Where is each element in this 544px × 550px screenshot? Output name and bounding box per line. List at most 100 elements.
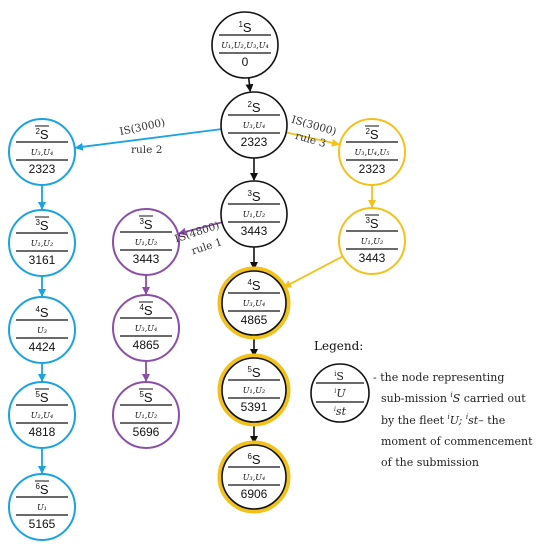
node-fleet-label: U₃,U₄,U₅ <box>355 148 391 157</box>
node-fleet-label: U₃,U₄ <box>243 473 265 482</box>
node-start-time: 4865 <box>133 338 160 352</box>
node-circle <box>112 208 180 276</box>
legend-line-3: by the fleet iU; ist– the <box>381 413 505 427</box>
node-fleet-label: U₁,U₂ <box>135 238 157 247</box>
edge-n0-to-n1 <box>245 77 254 93</box>
node-fleet-label: U₃,U₄ <box>135 324 157 333</box>
node-outer-ring <box>217 353 291 427</box>
purple-edge-labels: IS(4800) rule 1 <box>173 220 223 258</box>
legend-node-mid: iU <box>334 387 346 400</box>
node-circle <box>8 209 76 277</box>
node-start-time: 5165 <box>29 517 56 531</box>
node-start-time: 3161 <box>29 253 56 267</box>
node-start-time: 3443 <box>359 251 386 265</box>
nodes-layer: 1S U₁,U₂,U₃,U₄ 0 2S U₃,U₄ 2323 3S U₁,U₂ 3443 4S U₃… <box>8 11 406 541</box>
node-circle <box>8 473 76 541</box>
node-fleet-label: U₃,U₄ <box>243 121 265 130</box>
node-fleet-label: U₃,U₄ <box>31 148 53 157</box>
node-circle <box>338 207 406 275</box>
node-circle <box>220 180 288 248</box>
node-submission-label: 4S <box>139 303 152 318</box>
legend-line-1: - the node representing <box>373 371 504 384</box>
legend-node-bottom: ist <box>334 405 347 418</box>
node-submission-label: 6S <box>35 482 48 497</box>
node-fleet-label: U₁,U₂,U₃,U₄ <box>221 41 268 50</box>
legend-line-5: of the submission <box>381 456 479 469</box>
yellow-edge-labels: IS(3000) rule 3 <box>290 114 338 150</box>
node-outer-ring <box>217 266 291 340</box>
node-start-time: 3443 <box>133 252 160 266</box>
node-submission-label: 1S <box>238 20 251 35</box>
node-n0: 1S U₁,U₂,U₃,U₄ 0 <box>211 11 279 79</box>
legend-node: iS iU ist <box>310 363 370 423</box>
node-fleet-label: U₁,U₂ <box>361 237 383 246</box>
node-circle <box>112 294 180 362</box>
edge-y1-to-n3 <box>283 255 344 288</box>
edge-n1-to-b0 <box>74 128 222 151</box>
legend-line-4: moment of commencement <box>381 435 533 448</box>
node-submission-label: 2S <box>247 100 260 115</box>
node-start-time: 4818 <box>29 425 56 439</box>
legend-line-2: sub-mission iS carried out <box>381 391 526 405</box>
node-start-time: 6906 <box>241 487 268 501</box>
node-submission-label: 4S <box>35 305 48 320</box>
node-start-time: 4424 <box>29 340 56 354</box>
node-fleet-label: U₃,U₄ <box>243 299 265 308</box>
legend-node-circle <box>310 363 370 423</box>
node-submission-label: 5S <box>35 390 48 405</box>
node-start-time: 5391 <box>241 400 268 414</box>
node-circle <box>8 118 76 186</box>
blue-edge-label-bottom: rule 2 <box>131 144 162 156</box>
legend: Legend: iS iU ist - the node representin… <box>310 339 533 469</box>
node-submission-label: 3S <box>139 217 152 232</box>
node-y0: 2S U₃,U₄,U₅ 2323 <box>338 118 406 186</box>
node-fleet-label: U₂,U₄ <box>31 411 53 420</box>
node-submission-label: 3S <box>365 216 378 231</box>
node-outer-ring <box>217 440 291 514</box>
node-submission-label: 2S <box>365 127 378 142</box>
node-n5: 6S U₃,U₄ 6906 <box>217 440 291 514</box>
node-fleet-label: U₃ <box>37 326 47 335</box>
node-b3: 5S U₂,U₄ 4818 <box>8 381 76 449</box>
node-b1: 3S U₁,U₂ 3161 <box>8 209 76 277</box>
node-start-time: 5696 <box>133 425 160 439</box>
node-circle <box>112 381 180 449</box>
node-fleet-label: U₁ <box>37 503 47 512</box>
node-start-time: 2323 <box>359 162 386 176</box>
node-b4: 6S U₁ 5165 <box>8 473 76 541</box>
node-submission-label: 6S <box>247 452 260 467</box>
node-circle <box>220 91 288 159</box>
node-submission-label: 4S <box>247 278 260 293</box>
node-submission-label: 2S <box>35 127 48 142</box>
node-start-time: 0 <box>242 55 249 69</box>
node-start-time: 4865 <box>241 313 268 327</box>
node-b0: 2S U₃,U₄ 2323 <box>8 118 76 186</box>
legend-node-top: iS <box>334 370 344 383</box>
node-submission-label: 3S <box>35 218 48 233</box>
node-circle <box>211 11 279 79</box>
node-p1: 4S U₃,U₄ 4865 <box>112 294 180 362</box>
node-circle <box>221 270 287 336</box>
node-p2: 5S U₁,U₂ 5696 <box>112 381 180 449</box>
edges-layer <box>38 77 376 474</box>
node-submission-label: 5S <box>139 390 152 405</box>
node-circle <box>221 357 287 423</box>
node-start-time: 2323 <box>29 162 56 176</box>
node-fleet-label: U₁,U₂ <box>243 386 265 395</box>
node-fleet-label: U₁,U₂ <box>243 210 265 219</box>
node-n4: 5S U₁,U₂ 5391 <box>217 353 291 427</box>
edge-n1-to-y0 <box>285 131 340 147</box>
edge-n2-to-p0 <box>177 221 223 236</box>
purple-edge-label-bottom: rule 1 <box>190 236 224 257</box>
node-n3: 4S U₃,U₄ 4865 <box>217 266 291 340</box>
blue-edge-label-top: IS(3000) <box>119 117 167 138</box>
node-fleet-label: U₁,U₂ <box>135 411 157 420</box>
node-circle <box>8 296 76 364</box>
node-circle <box>221 444 287 510</box>
node-start-time: 3443 <box>241 224 268 238</box>
node-y1: 3S U₁,U₂ 3443 <box>338 207 406 275</box>
node-fleet-label: U₁,U₂ <box>31 239 53 248</box>
node-submission-label: 5S <box>247 365 260 380</box>
